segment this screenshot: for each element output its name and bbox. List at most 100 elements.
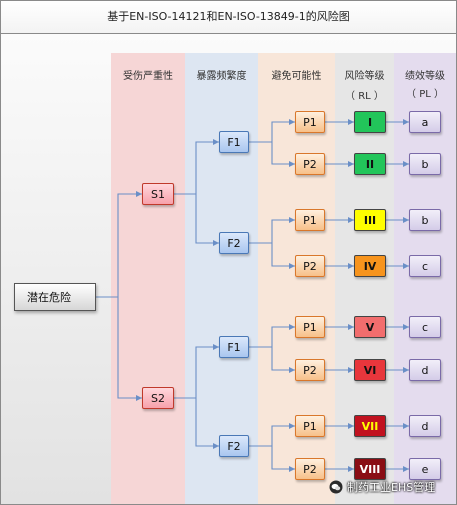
arrowhead-9: [213, 443, 219, 449]
performance-level-2-label: b: [421, 157, 429, 171]
performance-level-3: b: [409, 209, 441, 231]
connector-21: [271, 446, 295, 470]
arrowhead-36: [403, 423, 409, 429]
arrowhead-23: [348, 161, 354, 167]
risk-level-7: VII: [354, 415, 386, 437]
connector-15: [271, 243, 295, 267]
risk-level-6: VI: [354, 359, 386, 381]
avoidance-node-8-label: P2: [303, 462, 317, 476]
risk-level-1-label: I: [367, 115, 373, 129]
risk-level-3-label: III: [363, 213, 377, 227]
severity-node-s2: S2: [142, 387, 174, 409]
frequency-node-2-label: F2: [227, 236, 241, 250]
arrowhead-12: [289, 161, 295, 167]
arrowhead-3: [136, 395, 142, 401]
connector-8: [195, 346, 219, 398]
risk-level-7-label: VII: [361, 419, 379, 433]
avoidance-node-2-label: P2: [303, 157, 317, 171]
performance-level-5: c: [409, 316, 441, 338]
frequency-node-4-label: F2: [227, 439, 241, 453]
avoidance-node-3-label: P1: [303, 213, 317, 227]
arrowhead-27: [348, 367, 354, 373]
arrowhead-15: [289, 263, 295, 269]
avoidance-node-4-label: P2: [303, 259, 317, 273]
frequency-node-4: F2: [219, 435, 249, 457]
arrowhead-11: [289, 119, 295, 125]
performance-level-6: d: [409, 359, 441, 381]
risk-level-8-label: VIII: [359, 462, 381, 476]
severity-header: 受伤严重性: [123, 71, 173, 82]
severity-column: [111, 53, 185, 504]
avoidance-node-6-label: P2: [303, 363, 317, 377]
arrowhead-32: [403, 217, 409, 223]
performance-level-8-label: e: [421, 462, 429, 476]
risk-level-8: VIII: [354, 458, 386, 480]
hazard-node: 潜在危险: [14, 283, 96, 311]
arrowhead-26: [348, 324, 354, 330]
arrowhead-24: [348, 217, 354, 223]
frequency-column: [185, 53, 258, 504]
hazard-label: 潜在危险: [27, 291, 71, 304]
connector-17: [271, 326, 295, 347]
avoidance-node-4: P2: [295, 255, 325, 277]
avoidance-node-6: P2: [295, 359, 325, 381]
arrowhead-14: [289, 217, 295, 223]
performance-level-abbr: （ PL ）: [406, 89, 444, 100]
risk-level-3: III: [354, 209, 386, 231]
frequency-node-3: F1: [219, 336, 249, 358]
performance-level-4: c: [409, 255, 441, 277]
performance-level-5-label: c: [421, 320, 429, 334]
performance-level-6-label: d: [421, 363, 429, 377]
title-bar: 基于EN-ISO-14121和EN-ISO-13849-1的风险图: [1, 1, 456, 34]
performance-level-2: b: [409, 153, 441, 175]
arrowhead-22: [348, 119, 354, 125]
arrowhead-29: [348, 466, 354, 472]
avoidance-node-2: P2: [295, 153, 325, 175]
arrowhead-34: [403, 324, 409, 330]
performance-level-7: d: [409, 415, 441, 437]
avoidance-node-7: P1: [295, 415, 325, 437]
wechat-icon: [329, 480, 343, 494]
frequency-node-2: F2: [219, 232, 249, 254]
performance-level-header: 绩效等级: [405, 71, 445, 82]
connector-3: [117, 297, 142, 399]
performance-level-7-label: d: [421, 419, 429, 433]
arrowhead-8: [213, 344, 219, 350]
arrowhead-25: [348, 263, 354, 269]
arrowhead-35: [403, 367, 409, 373]
performance-level-1-label: a: [421, 115, 429, 129]
connector-12: [271, 142, 295, 165]
risk-level-2: II: [354, 153, 386, 175]
risk-level-2-label: II: [365, 157, 375, 171]
arrowhead-37: [403, 466, 409, 472]
connector-14: [271, 219, 295, 243]
risk-level-1: I: [354, 111, 386, 133]
avoidance-node-8: P2: [295, 458, 325, 480]
frequency-node-1: F1: [219, 131, 249, 153]
arrowhead-31: [403, 161, 409, 167]
avoidance-node-5-label: P1: [303, 320, 317, 334]
frequency-header: 暴露频繁度: [196, 71, 247, 82]
arrowhead-20: [289, 423, 295, 429]
arrowhead-30: [403, 119, 409, 125]
connector-5: [195, 141, 219, 194]
risk-level-5: V: [354, 316, 386, 338]
severity-node-s1: S1: [142, 183, 174, 205]
severity-node-s2-label: S2: [151, 391, 165, 405]
connector-2: [117, 193, 142, 297]
performance-level-1: a: [409, 111, 441, 133]
arrowhead-6: [213, 240, 219, 246]
arrowhead-33: [403, 263, 409, 269]
avoidance-node-1: P1: [295, 111, 325, 133]
connector-20: [271, 425, 295, 446]
connector-6: [195, 194, 219, 244]
connector-18: [271, 347, 295, 371]
connector-11: [271, 121, 295, 142]
connector-9: [195, 398, 219, 447]
risk-level-4: IV: [354, 255, 386, 277]
arrowhead-2: [136, 191, 142, 197]
performance-level-3-label: b: [421, 213, 429, 227]
frequency-node-3-label: F1: [227, 340, 241, 354]
avoidance-node-3: P1: [295, 209, 325, 231]
